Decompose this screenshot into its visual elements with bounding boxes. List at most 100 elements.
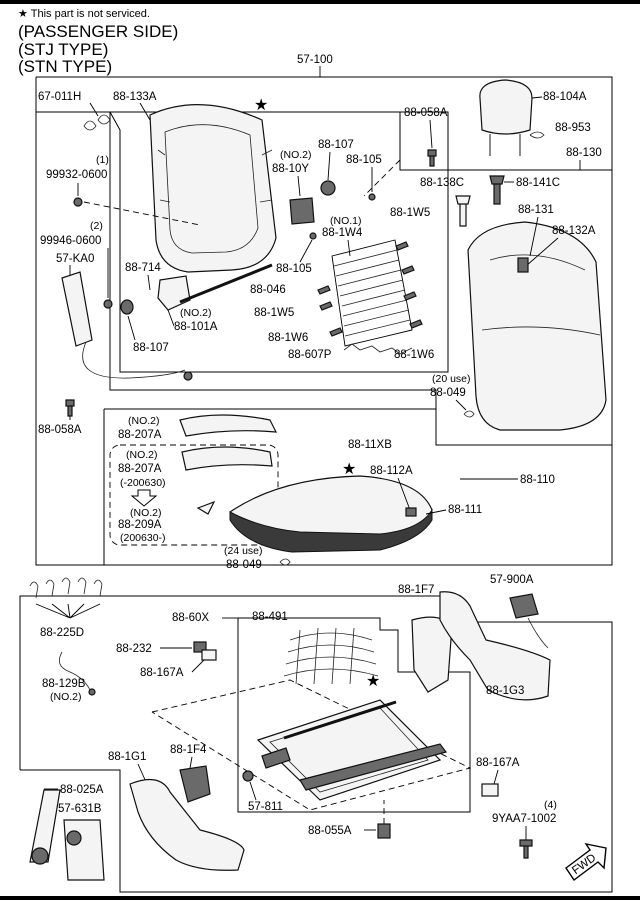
- label-88-101A: 88-101A: [174, 321, 218, 333]
- label-88-138C: 88-138C: [420, 177, 464, 189]
- label-88-607P: 88-607P: [288, 349, 332, 361]
- label-88-049-top: 88-049: [430, 387, 466, 399]
- star-icon-adjuster: ★: [366, 673, 380, 690]
- clip-1W5-left: [317, 285, 333, 311]
- leader-88-132A: [525, 237, 559, 267]
- title-stn-type: (STN TYPE): [18, 57, 113, 76]
- bolt-058A-bottom: [65, 399, 75, 417]
- label-88-111: 88-111: [448, 504, 482, 516]
- bushing-105-bottom: [309, 232, 317, 240]
- pad-207A-a: [179, 414, 278, 437]
- recliner-part: [157, 275, 191, 311]
- label-no2-d: (NO.2): [126, 449, 158, 461]
- part-132A: [517, 257, 529, 273]
- lower-outline: [19, 595, 613, 893]
- guide-138C: [455, 195, 471, 227]
- label-88-1W6-left: 88-1W6: [268, 332, 308, 344]
- leader-57-811: [249, 781, 257, 801]
- label-88-491: 88-491: [252, 611, 288, 623]
- label-57-900A: 57-900A: [490, 574, 534, 586]
- hog-ring-049-top: [463, 410, 475, 418]
- clip-set-225D: [29, 577, 103, 619]
- label-88-104A: 88-104A: [543, 91, 587, 103]
- label-88-107-left: 88-107: [133, 342, 169, 354]
- bushing-105-top: [368, 193, 376, 201]
- label-88-130: 88-130: [566, 147, 602, 159]
- leader-67-011H: [89, 102, 99, 117]
- spring-mat-88-1W4: [331, 239, 413, 347]
- label-67-011H: 67-011H: [38, 91, 81, 103]
- label-88-60X: 88-60X: [172, 612, 209, 624]
- label-88-055A: 88-055A: [308, 825, 352, 837]
- label-88-131: 88-131: [518, 204, 554, 216]
- label-88-207A-b: 88-207A: [118, 463, 162, 475]
- seat-adjuster-frame: [256, 699, 448, 801]
- pad-209A: [196, 500, 216, 515]
- label-88-129B: 88-129B: [42, 678, 86, 690]
- leader-88-104A: [531, 96, 543, 99]
- label-57-100: 57-100: [297, 54, 333, 66]
- star-icon-cushion: ★: [342, 461, 356, 478]
- label-88-110: 88-110: [520, 474, 555, 486]
- anchor-57-811: [242, 770, 254, 782]
- label-88-058A-bottom: 88-058A: [38, 424, 82, 436]
- cap-167A-left: [201, 649, 217, 661]
- label-88-046: 88-046: [250, 284, 286, 296]
- title-passenger-side: (PASSENGER SIDE): [18, 22, 179, 41]
- spring-107-left: [120, 299, 134, 315]
- label-no2-f: (NO.2): [50, 691, 82, 703]
- arrow-down-icon: [130, 489, 158, 507]
- dash-058A: [363, 159, 401, 197]
- bottom-rule: [0, 896, 640, 900]
- leader-88-131: [529, 216, 539, 257]
- nut-99932: [73, 197, 83, 207]
- label-88-107-right: 88-107: [318, 139, 354, 151]
- clip-part: [83, 114, 111, 131]
- clip-1W6-left: [329, 327, 343, 337]
- spring-107-right: [320, 180, 336, 196]
- top-rule: [0, 0, 640, 4]
- clip-1W6-right: [409, 319, 423, 329]
- rod-88-046: [179, 263, 273, 304]
- label-99946-0600: 99946-0600: [40, 235, 101, 247]
- label-88-207A-a: 88-207A: [118, 429, 162, 441]
- label-q4: (4): [544, 799, 557, 811]
- label-q1: (1): [96, 154, 109, 166]
- label-88-105-bottom: 88-105: [276, 263, 312, 275]
- label-88-953: 88-953: [555, 122, 591, 134]
- label-88-714: 88-714: [125, 262, 161, 274]
- leader-88-1F4: [189, 756, 193, 769]
- star-note-text: This part is not serviced.: [30, 8, 150, 20]
- title-stj-type: (STJ TYPE): [18, 40, 109, 59]
- leader-88-049-top: [455, 399, 467, 411]
- label-date1: (-200630): [120, 477, 166, 489]
- label-57-631B: 57-631B: [58, 803, 102, 815]
- label-88-049-bottom: 88-049: [226, 559, 262, 571]
- label-88-025A: 88-025A: [60, 784, 104, 796]
- leader-88-10Y: [297, 175, 301, 197]
- leader-88-1W4: [347, 239, 351, 257]
- label-no2-c: (NO.2): [128, 415, 160, 427]
- knob-88-025A: [31, 847, 49, 865]
- label-88-225D: 88-225D: [40, 627, 84, 639]
- nut-99946: [103, 299, 113, 309]
- label-88-141C: 88-141C: [516, 177, 560, 189]
- label-use24: (24 use): [224, 545, 263, 557]
- bolt-058A-top: [427, 149, 437, 167]
- star-icon: ★: [18, 8, 28, 20]
- label-88-167A-left: 88-167A: [140, 667, 184, 679]
- leader-88-1G1: [137, 763, 147, 783]
- cover-hole: [66, 830, 82, 846]
- cushion-seams: [481, 254, 601, 336]
- label-88-232: 88-232: [116, 643, 152, 655]
- label-88-1G1: 88-1G1: [108, 751, 146, 763]
- clip-953: [529, 131, 545, 139]
- leader-88-107-right: [327, 151, 331, 181]
- seatback-frame-box: [109, 111, 449, 373]
- label-9YAA7-1002: 9YAA7-1002: [492, 813, 556, 825]
- hog-ring-049-bottom: [279, 558, 291, 566]
- label-57-811: 57-811: [248, 801, 283, 813]
- part-055A: [377, 823, 391, 839]
- label-88-1W6-right: 88-1W6: [394, 349, 434, 361]
- adjuster-box-88-60X: [237, 617, 471, 813]
